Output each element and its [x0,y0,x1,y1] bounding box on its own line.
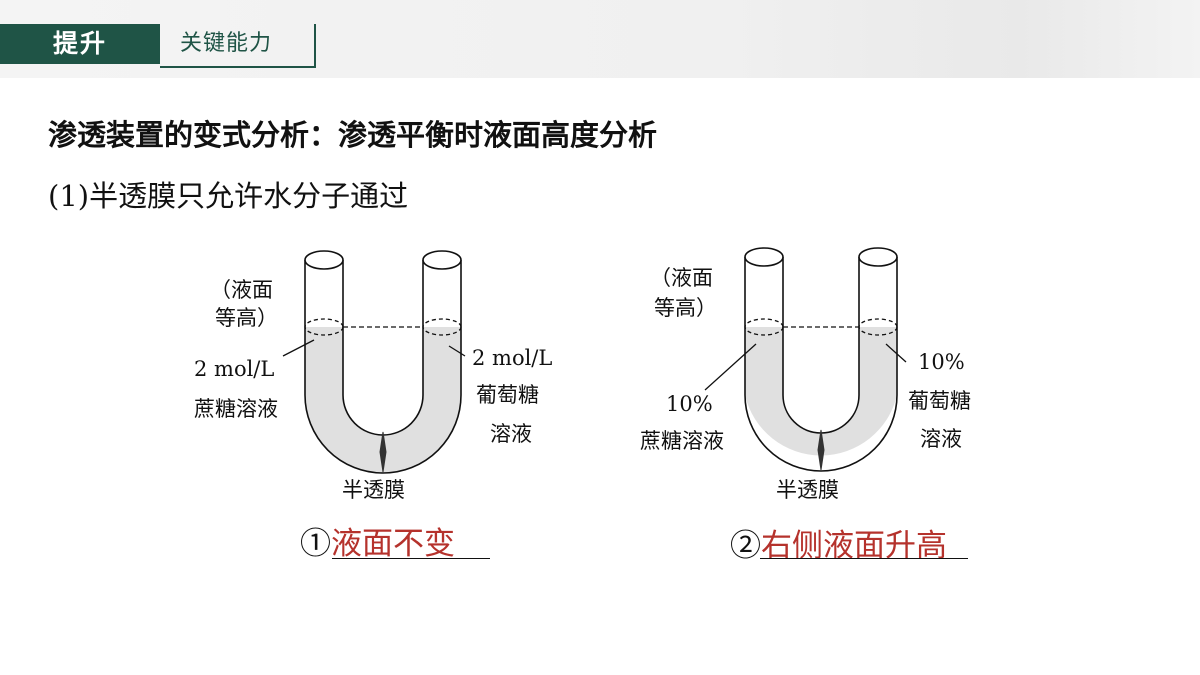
answer-underline-1 [332,558,490,559]
solution-fill-1 [305,327,461,473]
right-solution-line2-2: 溶液 [920,427,962,451]
membrane-2 [817,429,825,471]
level-note-line1-1: （液面 [210,278,273,302]
tube-opening-left-1 [304,250,344,270]
left-concentration-1: 2 mol/L [194,357,274,381]
membrane-label-1: 半透膜 [342,478,405,502]
membrane-label-2: 半透膜 [776,478,839,502]
tube-opening-right-2 [858,247,898,267]
answer-index-2: ② [730,528,761,564]
pointer-left-1 [282,339,315,357]
left-solution-1: 蔗糖溶液 [194,397,278,421]
level-note-line1-2: （液面 [650,266,713,290]
level-note-line2-2: 等高） [654,296,717,320]
answer-index-1: ① [300,526,331,562]
membrane-1 [379,431,387,473]
left-concentration-2: 10% [666,392,713,416]
tube-opening-right-1 [422,250,462,270]
pointer-right-1 [448,345,466,357]
u-tube-diagram-1: （液面 等高） 2 mol/L 蔗糖溶液 2 mol/L 葡萄糖 溶液 半透膜 [194,250,552,502]
condition-text: (1)半透膜只允许水分子通过 [48,179,409,213]
right-solution-line2-1: 溶液 [490,422,532,446]
header-band [0,0,1200,78]
right-concentration-2: 10% [918,350,965,374]
right-solution-line1-1: 葡萄糖 [476,383,539,407]
slide-heading: 渗透装置的变式分析：渗透平衡时液面高度分析 [48,118,658,152]
section-subtitle: 关键能力 [160,24,316,68]
u-tube-diagram-2: （液面 等高） 10% 蔗糖溶液 10% 葡萄糖 溶液 半透膜 [640,247,971,502]
level-note-line2-1: 等高） [215,306,278,330]
right-concentration-1: 2 mol/L [472,346,552,370]
tube-opening-left-2 [744,247,784,267]
liquid-surface-right-1 [422,318,462,336]
pointer-left-2 [704,343,757,391]
section-badge: 提升 [0,24,160,64]
right-solution-line1-2: 葡萄糖 [908,389,971,413]
answer-underline-2 [760,558,968,559]
answer-1: ①液面不变 [300,518,455,563]
left-solution-2: 蔗糖溶液 [640,429,724,453]
pointer-right-2 [885,343,907,363]
answer-text-1: 液面不变 [331,526,455,562]
